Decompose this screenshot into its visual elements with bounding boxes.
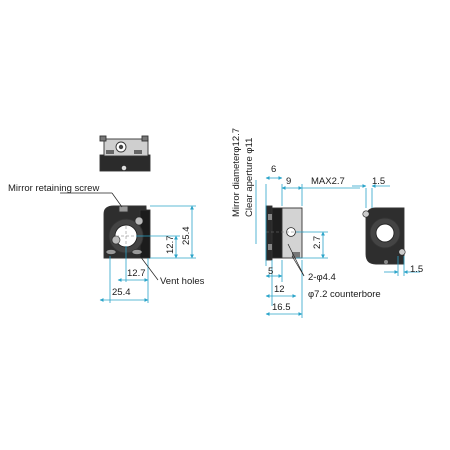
side-hole-height-label: 2.7 [312, 236, 323, 249]
side-view [265, 205, 305, 261]
top-view [99, 135, 151, 172]
tapped-holes-label: 2-φ4.4 [308, 272, 336, 283]
side-bottom-16-5-label: 16.5 [272, 302, 291, 313]
back-view-dimensions [352, 184, 420, 276]
side-depth-top-label: 6 [271, 164, 276, 175]
front-view [103, 205, 151, 259]
counterbore-label: φ7.2 counterbore [308, 289, 381, 300]
vent-holes-leader [139, 255, 159, 281]
front-vent-spacing-label: 12.7 [127, 268, 146, 279]
side-bottom-5-label: 5 [268, 266, 273, 277]
front-height-label: 25.4 [181, 227, 192, 246]
side-view-dimensions [255, 176, 360, 318]
front-width-label: 25.4 [112, 287, 131, 298]
clear-aperture-label: Clear aperture φ11 [244, 138, 255, 217]
side-step-label: 9 [286, 176, 291, 187]
back-top-label: 1.5 [372, 176, 385, 187]
side-bottom-12-label: 12 [274, 284, 285, 295]
tapped-holes-leader [287, 243, 305, 277]
mirror-retaining-screw-label: Mirror retaining screw [8, 183, 99, 194]
back-view [362, 207, 406, 265]
front-center-height-label: 12.7 [165, 236, 176, 255]
side-max-label: MAX2.7 [311, 176, 345, 187]
front-view-dimensions [99, 205, 196, 303]
back-right-label: 1.5 [410, 264, 423, 275]
mirror-diameter-label: Mirror diameterφ12.7 [231, 128, 242, 217]
vent-holes-label: Vent holes [160, 276, 205, 287]
